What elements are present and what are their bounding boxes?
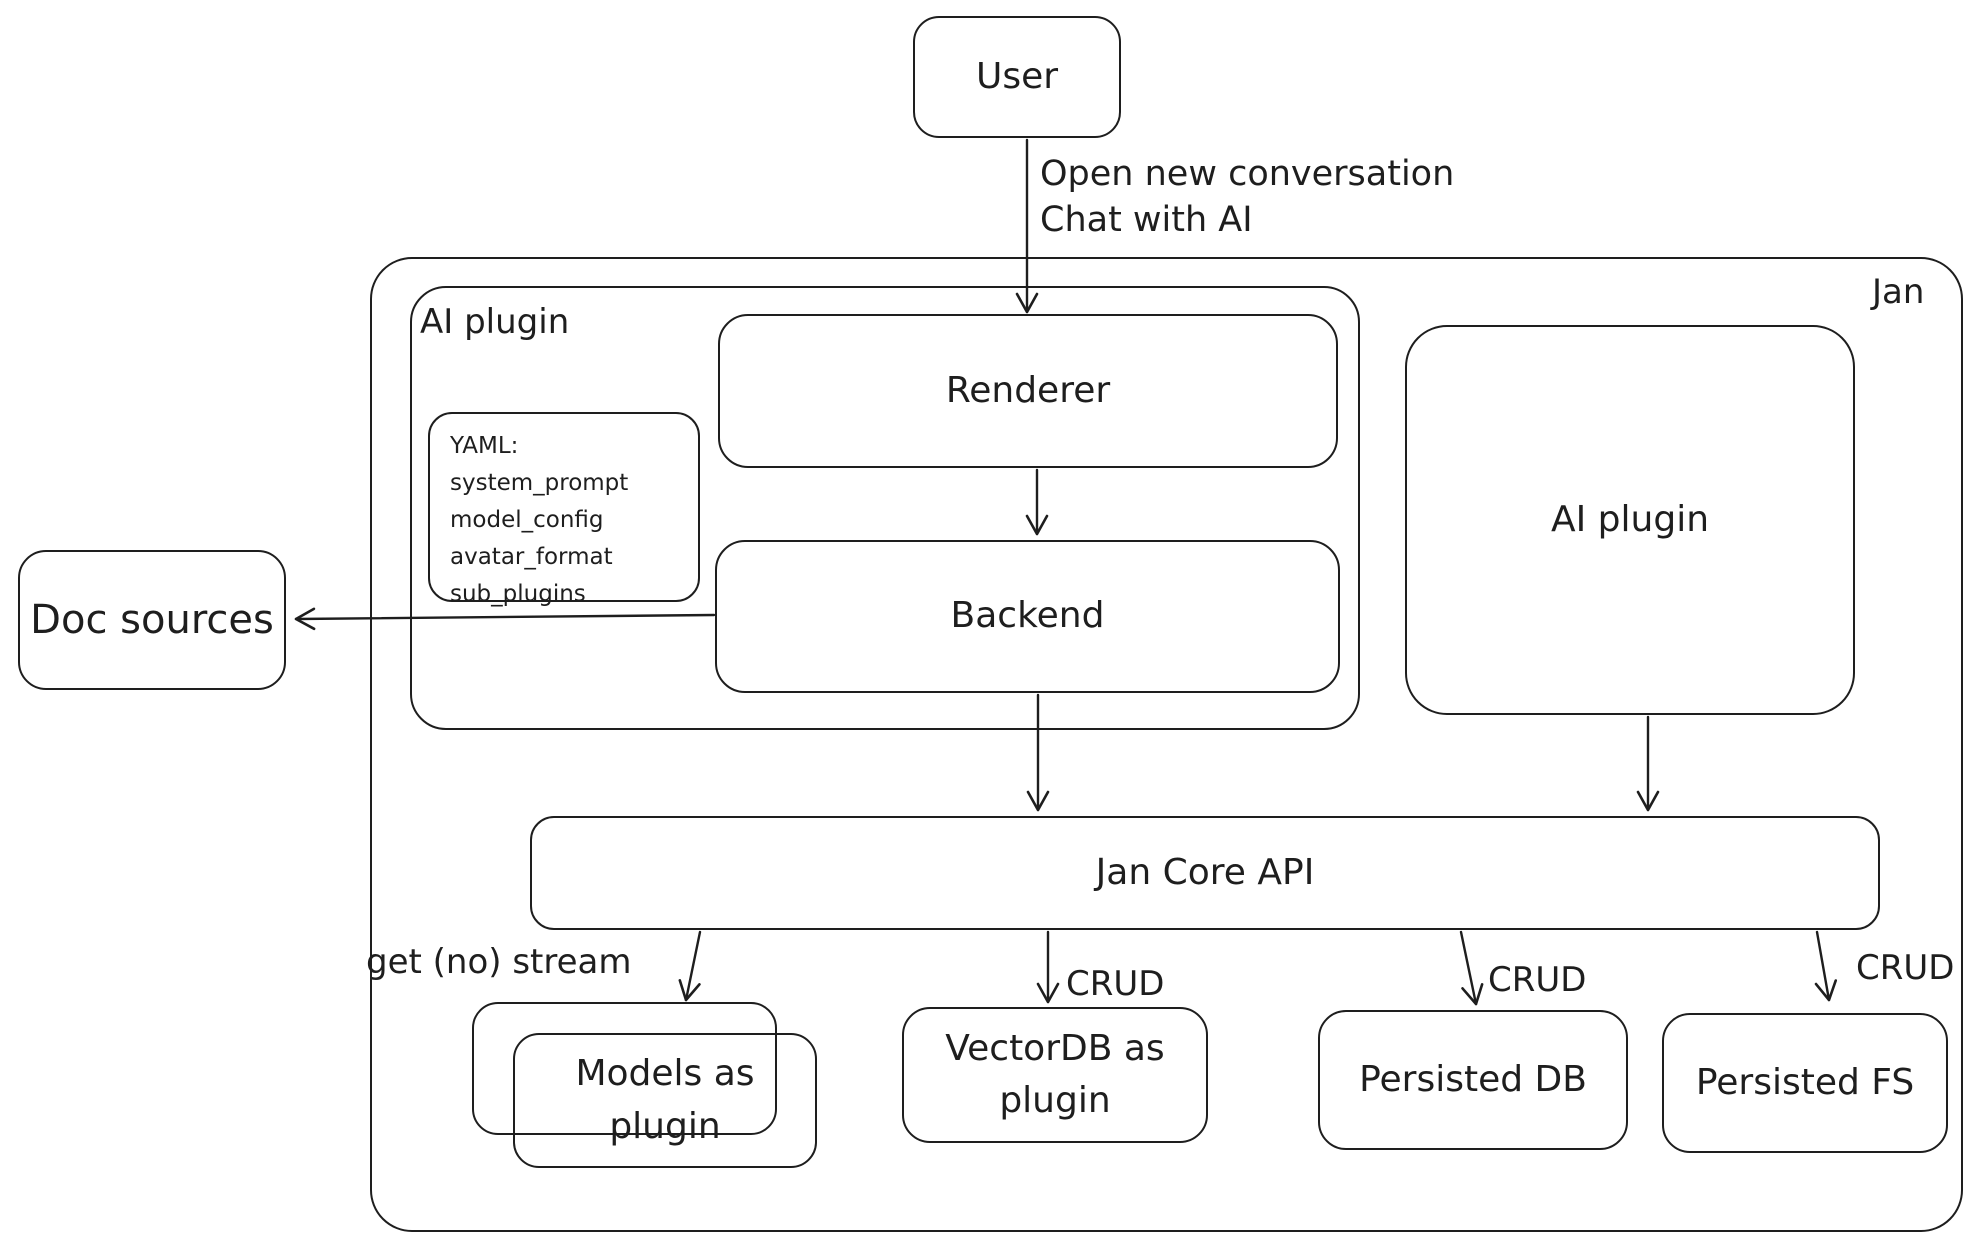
yaml-note-line: sub_plugins [450,581,586,607]
doc-sources-node: Doc sources [18,550,286,690]
edge-label-user-flow: Open new conversation Chat with AI [1040,154,1455,240]
doc-sources-label: Doc sources [30,597,274,643]
models-plugin-label: Models as plugin [575,1053,755,1147]
backend-label: Backend [950,595,1105,637]
jan-container [370,257,1963,1232]
yaml-note-line: system_prompt [450,470,629,496]
models-plugin-node: Models as plugin [513,1033,817,1168]
edge-label-crud-persisted-db: CRUD [1488,960,1587,1000]
yaml-note-line: model_config [450,507,604,533]
persisted-fs-node: Persisted FS [1662,1013,1948,1153]
ai-plugin-label: AI plugin [1550,498,1710,540]
yaml-note-line: YAML: [450,433,519,459]
edge-label-crud-vectordb: CRUD [1066,964,1165,1004]
renderer-label: Renderer [945,369,1111,411]
jan-core-api-node: Jan Core API [530,816,1880,930]
user-node: User [913,16,1121,138]
jan-core-api-label: Jan Core API [1095,851,1315,893]
vectordb-plugin-label: VectorDB as plugin [945,1027,1165,1121]
yaml-note-line: avatar_format [450,544,613,570]
ai-plugin-node: AI plugin [1405,325,1855,715]
renderer-node: Renderer [718,314,1338,468]
persisted-db-node: Persisted DB [1318,1010,1628,1150]
user-label: User [975,55,1059,97]
backend-node: Backend [715,540,1340,693]
persisted-fs-label: Persisted FS [1695,1061,1915,1103]
jan-container-label: Jan [1872,272,1925,312]
ai-plugin-group-label: AI plugin [420,302,570,342]
vectordb-plugin-node: VectorDB as plugin [902,1007,1208,1143]
ai-plugin-group [410,286,1360,730]
edge-label-crud-persisted-fs: CRUD [1856,948,1955,988]
edge-label-get-no-stream: get (no) stream [366,942,632,982]
models-plugin-back-box [472,1002,777,1135]
yaml-note: YAML: system_prompt model_config avatar_… [428,412,700,607]
persisted-db-label: Persisted DB [1359,1058,1587,1100]
